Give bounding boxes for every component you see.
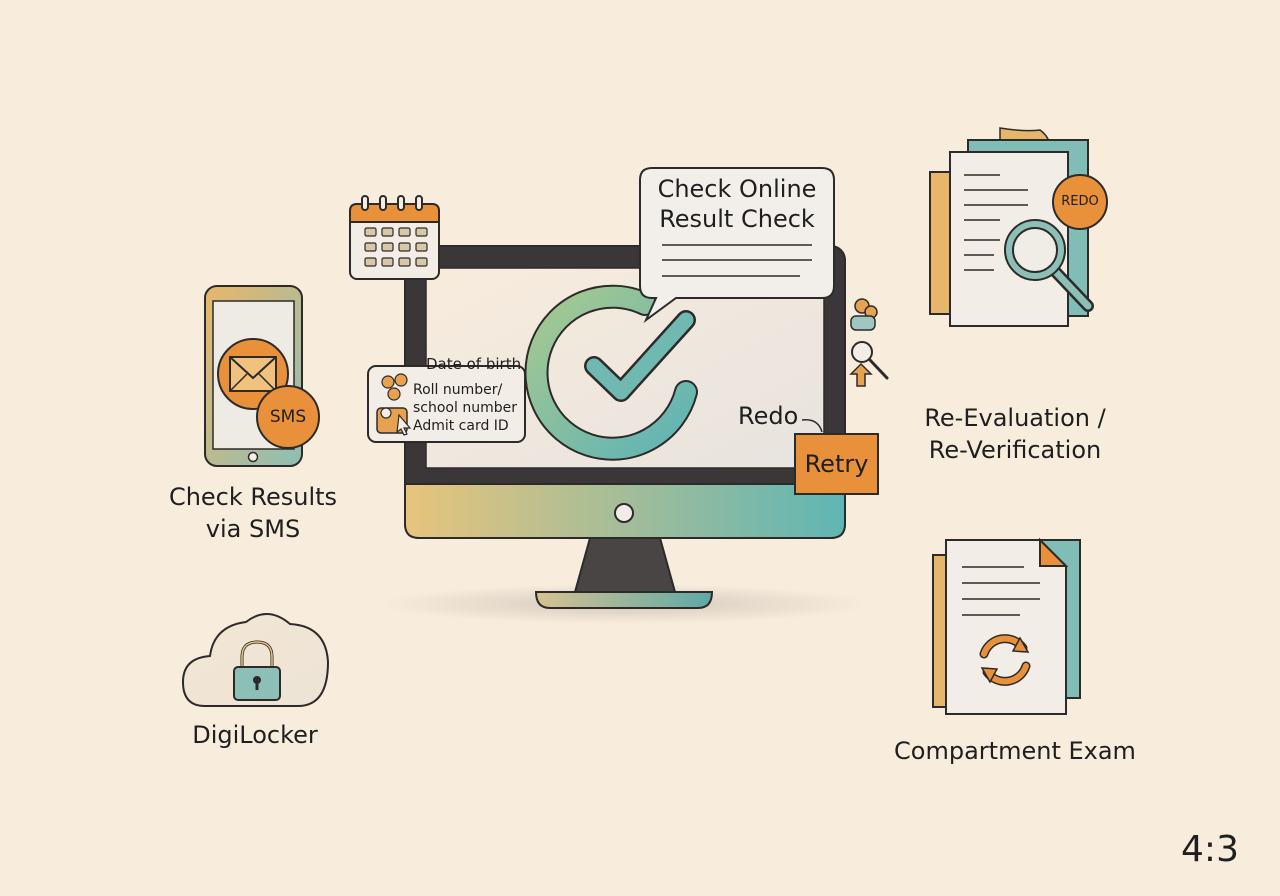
speech-bubble-icon	[639, 167, 835, 324]
reevaluation-caption-line1: Re-Evaluation /	[924, 404, 1106, 432]
form-roll-number: Roll number/	[413, 382, 503, 398]
bubble-title-line2: Result Check	[659, 205, 815, 233]
compartment-document-icon	[932, 537, 1081, 715]
reevaluation-document-icon	[929, 127, 1108, 327]
aspect-ratio-label: 4:3	[1181, 829, 1239, 870]
digilocker-caption: DigiLocker	[192, 721, 318, 749]
form-card-icon	[367, 365, 526, 443]
form-school-number: school number	[413, 400, 517, 416]
redo-badge: REDO	[1061, 194, 1099, 209]
check-circle-icon	[524, 284, 698, 461]
bubble-title-line1: Check Online	[657, 175, 817, 203]
cloud-lock-icon	[181, 613, 330, 707]
sms-caption: Check Results via SMS	[153, 481, 353, 545]
form-admit-card-id: Admit card ID	[413, 418, 509, 434]
bubble-title: Check Online Result Check	[644, 174, 830, 234]
reevaluation-caption: Re-Evaluation / Re-Verification	[915, 402, 1115, 466]
retry-label: Retry	[804, 450, 869, 478]
redo-label: Redo	[738, 402, 799, 430]
reevaluation-caption-line2: Re-Verification	[928, 436, 1102, 464]
retry-button-shape	[794, 419, 879, 495]
sms-caption-line1: Check Results	[168, 483, 338, 511]
sms-badge: SMS	[269, 407, 307, 427]
compartment-caption: Compartment Exam	[894, 737, 1136, 765]
person-search-icon	[849, 298, 889, 387]
calendar-icon	[349, 195, 440, 280]
form-date-of-birth: Date of birth	[426, 355, 522, 373]
sms-caption-line2: via SMS	[205, 515, 301, 543]
phone-icon	[204, 285, 320, 467]
